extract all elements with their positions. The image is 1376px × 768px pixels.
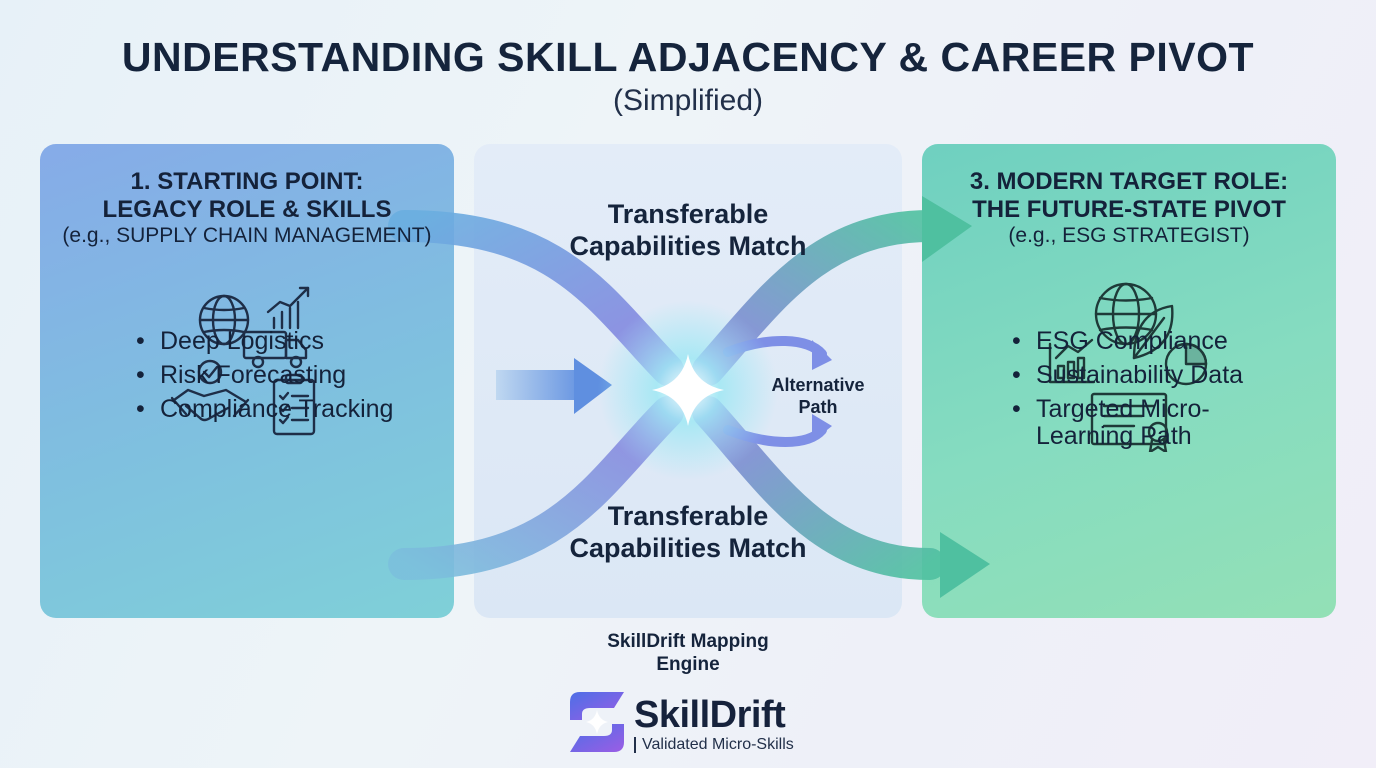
right-panel-example: (e.g., ESG STRATEGIST) [1008, 224, 1250, 247]
brand-name: SkillDrift [634, 694, 786, 736]
legacy-skill-item: Compliance Tracking [134, 396, 394, 424]
convergence-star-icon [598, 300, 778, 480]
alternative-path-label: Alternative Path [771, 375, 865, 417]
right-heading-line1: 3. MODERN TARGET ROLE: [969, 168, 1289, 195]
page-title: UNDERSTANDING SKILL ADJACENCY & CAREER P… [121, 34, 1255, 80]
page-subtitle: (Simplified) [612, 84, 764, 117]
target-skills-list: ESG Compliance Sustainability Data Targe… [1010, 328, 1300, 457]
brand-tagline: Validated Micro-Skills [634, 737, 794, 753]
legacy-skill-item: Deep Logistics [134, 328, 394, 356]
target-skill-item: Targeted Micro-Learning Path [1010, 396, 1300, 450]
left-panel-example: (e.g., SUPPLY CHAIN MANAGEMENT) [62, 224, 432, 247]
transferable-match-bottom-label: Transferable Capabilities Match [569, 501, 807, 563]
legacy-skills-list: Deep Logistics Risk Forecasting Complian… [134, 328, 394, 430]
right-heading-line2: THE FUTURE-STATE PIVOT [972, 196, 1286, 223]
target-skill-item: ESG Compliance [1010, 328, 1300, 356]
left-panel-heading: 1. STARTING POINT: LEGACY ROLE & SKILLS [40, 168, 454, 224]
left-heading-line1: 1. STARTING POINT: [130, 168, 364, 195]
legacy-skill-item: Risk Forecasting [134, 362, 394, 390]
growth-chart-icon [266, 286, 310, 330]
mapping-engine-label: SkillDrift Mapping Engine [607, 631, 769, 675]
right-panel-heading: 3. MODERN TARGET ROLE: THE FUTURE-STATE … [922, 168, 1336, 224]
left-heading-line2: LEGACY ROLE & SKILLS [102, 196, 392, 223]
transferable-match-top-label: Transferable Capabilities Match [569, 199, 807, 261]
skilldrift-logo-icon [566, 690, 628, 759]
middle-input-arrow [496, 358, 612, 414]
target-skill-item: Sustainability Data [1010, 362, 1300, 390]
